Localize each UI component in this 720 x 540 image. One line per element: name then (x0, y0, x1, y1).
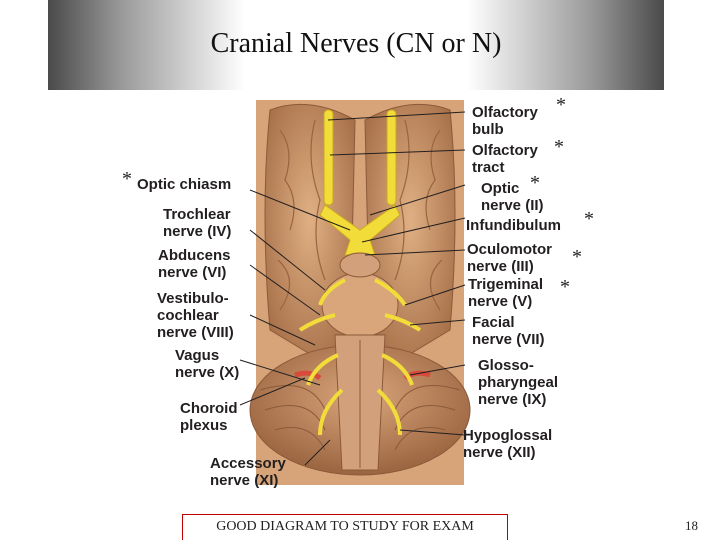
optic-chiasm-shape (319, 204, 401, 256)
label-olfactory-tract: Olfactory tract (472, 142, 538, 176)
brain-diagram (239, 100, 471, 485)
slide-title: Cranial Nerves (CN or N) (210, 28, 502, 59)
label-oculomotor: Oculomotor nerve (III) (467, 241, 552, 275)
footer-note: GOOD DIAGRAM TO STUDY FOR EXAM (182, 514, 508, 540)
pons (321, 272, 399, 338)
asterisk-olfactory-tract: * (554, 136, 564, 158)
leader-lines (239, 111, 466, 466)
label-choroid-plexus: Choroid plexus (180, 400, 238, 434)
label-optic-chiasm: Optic chiasm (137, 176, 232, 193)
choroid-plexus-left (294, 370, 322, 381)
label-accessory: Accessory nerve (XI) (210, 455, 286, 489)
label-vagus: Vagus nerve (X) (175, 347, 240, 381)
label-glossopharyngeal: Glosso- pharyngeal nerve (IX) (478, 357, 559, 408)
asterisk-optic-nerve: * (530, 172, 540, 194)
asterisk-olfactory-bulb: * (556, 94, 566, 116)
cerebellum-folia (259, 385, 461, 451)
label-hypoglossal: Hypoglossal nerve (XII) (463, 427, 553, 461)
mammillary-bodies (339, 252, 381, 278)
label-vestibulocochlear: Vestibulo- cochlear nerve (VIII) (157, 290, 234, 341)
cranial-nerve-roots (298, 278, 422, 436)
label-infundibulum: Infundibulum (466, 217, 561, 234)
label-facial: Facial nerve (VII) (472, 314, 545, 348)
title-bar: Cranial Nerves (CN or N) (48, 0, 664, 90)
label-optic-nerve: Optic nerve (II) (481, 180, 544, 214)
label-olfactory-bulb: Olfactory bulb (472, 104, 538, 138)
label-trochlear: Trochlear nerve (IV) (163, 206, 232, 240)
asterisk-oculomotor: * (572, 246, 582, 268)
label-trigeminal: Trigeminal nerve (V) (468, 276, 544, 310)
gyri (277, 119, 443, 311)
asterisk-optic-chiasm: * (122, 168, 132, 190)
asterisk-infundibulum: * (584, 208, 594, 230)
label-abducens: Abducens nerve (VI) (158, 247, 231, 281)
olfactory-nerves (323, 109, 397, 206)
asterisk-trigeminal: * (560, 276, 570, 298)
page-number: 18 (685, 518, 698, 533)
